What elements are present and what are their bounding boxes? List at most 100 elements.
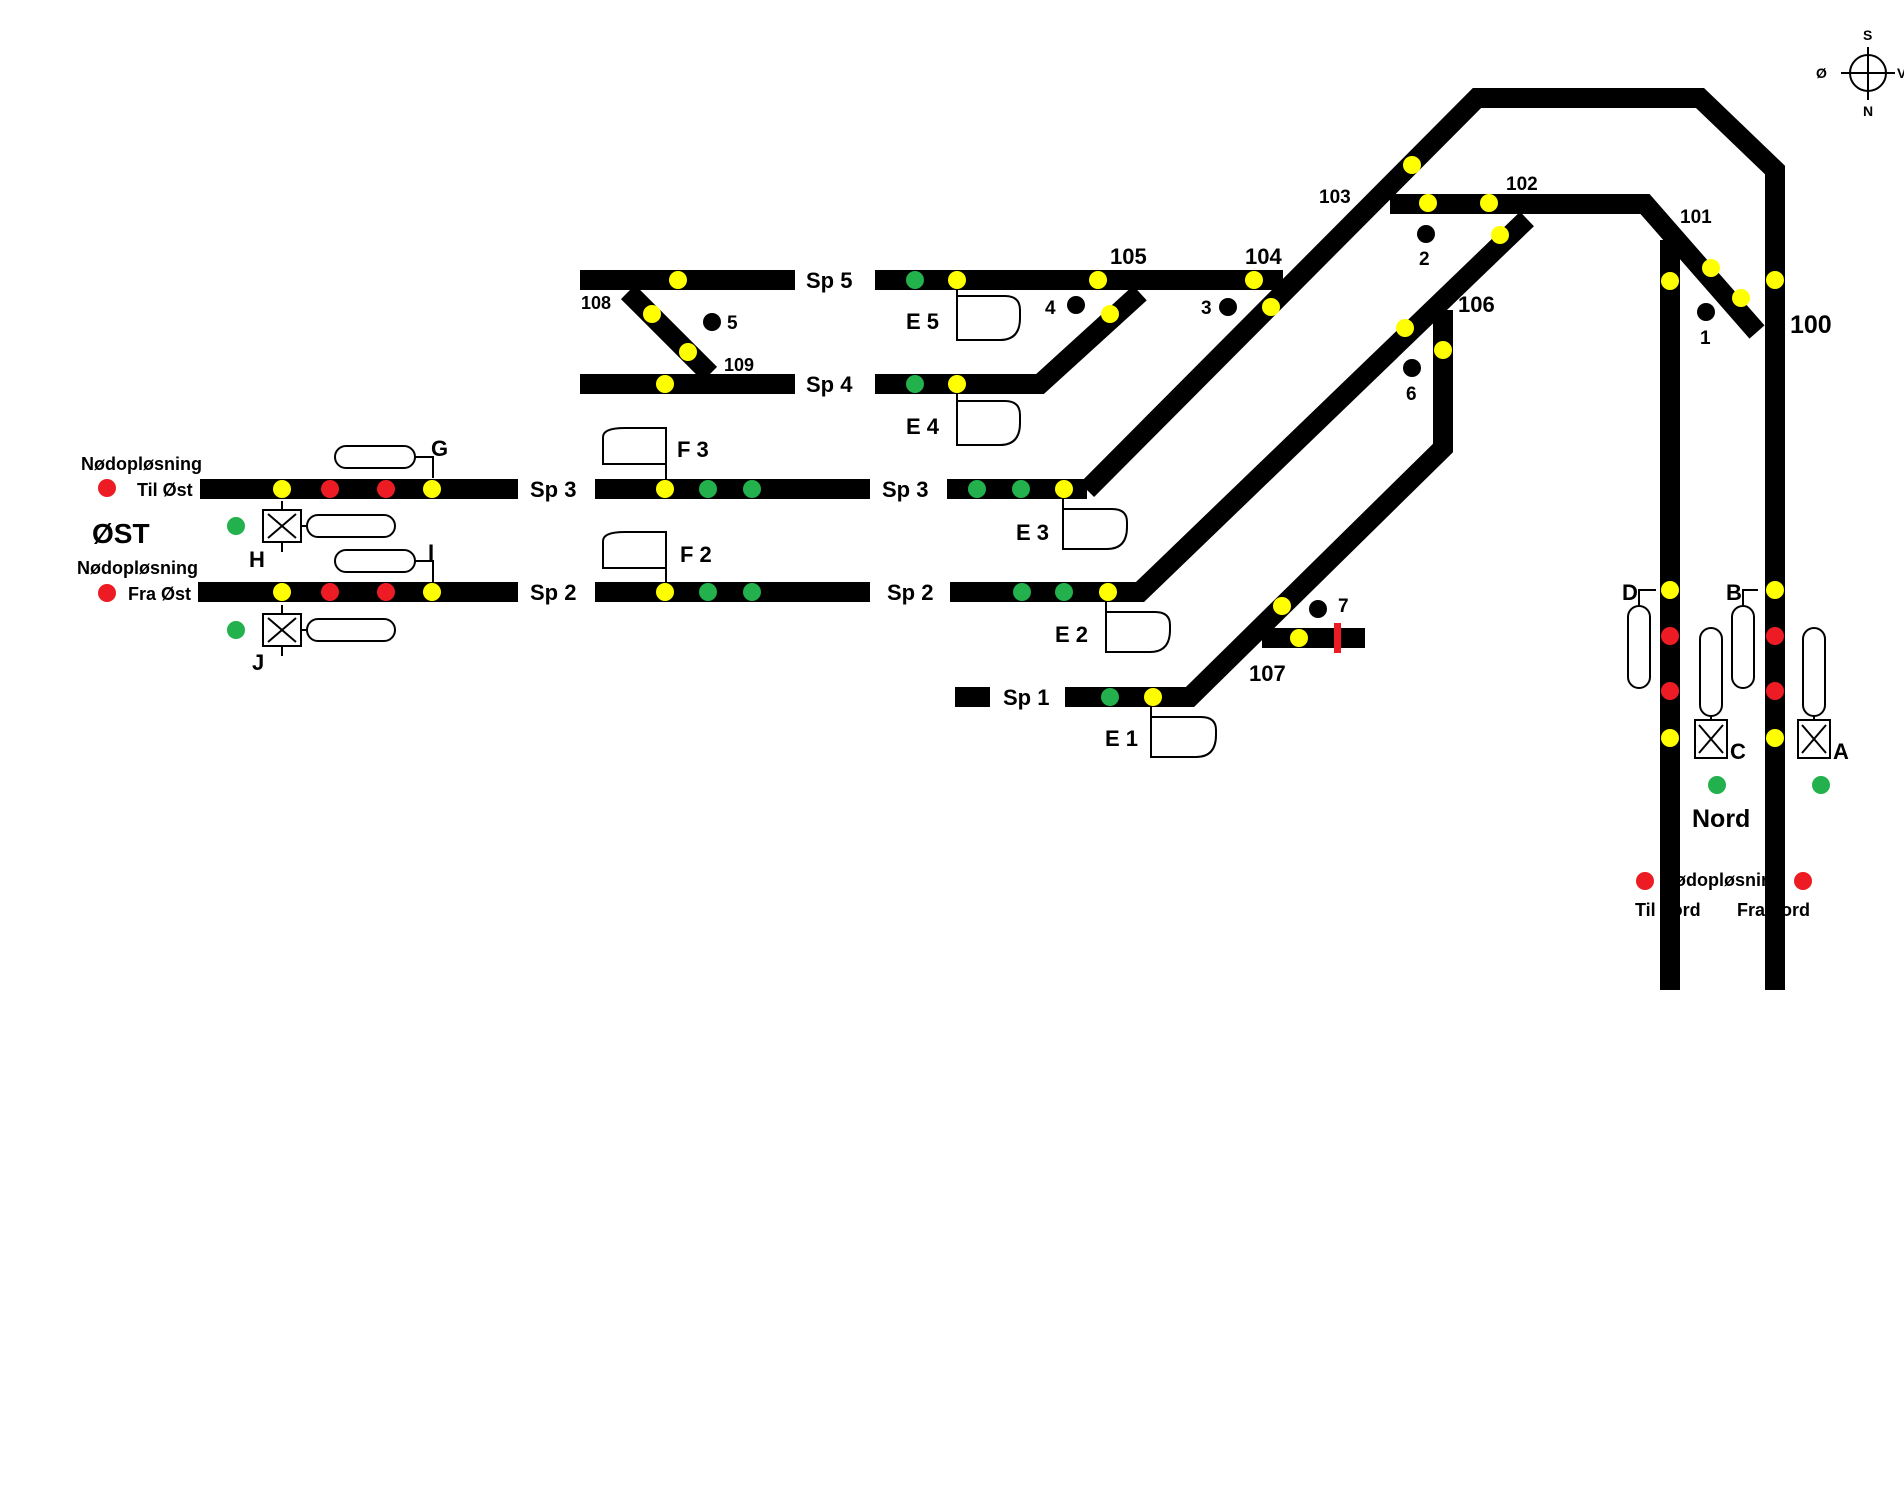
lamp-north-a [1766,729,1784,747]
label-b: B [1726,580,1742,605]
marker-1-dot [1697,303,1715,321]
lamp-107-b [1290,629,1308,647]
status-fra-nord[interactable] [1794,872,1812,890]
lamp-e5-switch [1101,305,1119,323]
switch-103: 103 [1319,187,1351,208]
signal-h-housing [306,514,396,538]
track-north-main [1079,88,1785,990]
emergency-east-1[interactable]: Nødopløsning Til Øst [81,454,202,500]
lamp-sp3-left-d [423,480,441,498]
label-h: H [249,547,265,572]
label-sp4-left: Sp 4 [806,372,853,397]
emergency-north-title: Nødopløsning [1662,870,1783,890]
lamp-sp1-a [1101,688,1119,706]
compass-south: S [1863,27,1872,43]
label-sp2-right: Sp 2 [887,580,933,605]
lamp-sp2-left-b [321,583,339,601]
signal-d-housing [1627,605,1651,689]
marker-1-label: 1 [1700,328,1711,349]
lamp-103 [1403,156,1421,174]
lamp-106-a [1396,319,1414,337]
signal-c-housing [1699,627,1723,717]
lamp-north-d-r1 [1661,627,1679,645]
emergency-east-2[interactable]: Nødopløsning Fra Øst [77,558,198,604]
marker-5-dot [703,313,721,331]
status-fra-ost[interactable] [98,584,116,602]
track-106-sp1 [1065,310,1453,707]
lamp-101-a [1702,259,1720,277]
status-c[interactable] [1708,776,1726,794]
label-sp1: Sp 1 [1003,685,1049,710]
lamp-sp2-right-a [1013,583,1031,601]
emergency-north[interactable]: Nødopløsning Til nord Fra nord [1635,870,1810,920]
signal-g-housing [334,445,416,469]
lamp-north-d-r2 [1661,682,1679,700]
status-h[interactable] [227,517,245,535]
lamp-north-branch [1661,272,1679,290]
lamp-north-b-r2 [1766,682,1784,700]
lamp-sp5-a [906,271,924,289]
marker-6-label: 6 [1406,384,1417,405]
switch-102: 102 [1506,174,1538,195]
crossing-marks [267,456,1827,754]
compass-east: Ø [1816,65,1827,81]
lamp-sp1-b [1144,688,1162,706]
switch-105: 105 [1110,244,1147,269]
status-til-ost[interactable] [98,479,116,497]
signal-b-housing [1731,605,1755,689]
lamp-sp3-mid-c [743,480,761,498]
lamp-sp3-mid-a [656,480,674,498]
tracks [198,88,1785,990]
lamp-100 [1766,271,1784,289]
lamp-108 [643,305,661,323]
switch-100: 100 [1790,311,1832,339]
lamp-sp2-right-b [1055,583,1073,601]
region-labels: ØST Nord [92,518,1750,833]
lamp-sp4-a [906,375,924,393]
status-a[interactable] [1812,776,1830,794]
marker-3-dot [1219,298,1237,316]
marker-2-dot [1417,225,1435,243]
compass-north: N [1863,103,1873,119]
lamp-101-b [1732,289,1750,307]
label-f2: F 2 [680,542,712,567]
lamp-sp2-mid-b [699,583,717,601]
lamp-sp3-right-a [968,480,986,498]
status-j[interactable] [227,621,245,639]
lamp-north-d [1661,581,1679,599]
lamp-north-c [1661,729,1679,747]
label-sp2-left: Sp 2 [530,580,576,605]
lamp-sp5-left [669,271,687,289]
emergency-north-sub-2: Fra nord [1737,900,1810,920]
north-signal-labels: D C B A [1622,580,1849,764]
signal-i-housing [334,549,416,573]
label-e2: E 2 [1055,622,1088,647]
lamp-109 [679,343,697,361]
region-north: Nord [1692,805,1750,833]
label-e3: E 3 [1016,520,1049,545]
switch-107: 107 [1249,661,1286,686]
switch-108: 108 [581,293,611,313]
lamp-sp3-right-b [1012,480,1030,498]
compass-west: V [1897,65,1904,81]
marker-2-label: 2 [1419,249,1430,270]
region-east: ØST [92,518,150,549]
switch-109: 109 [724,355,754,375]
label-c: C [1730,739,1746,764]
lamp-106-b [1434,341,1452,359]
emergency-east-2-title: Nødopløsning [77,558,198,578]
status-til-nord[interactable] [1636,872,1654,890]
lamp-sp2-left-d [423,583,441,601]
signal-e1-housing [1150,716,1217,758]
emergency-east-2-sub: Fra Øst [128,584,191,604]
signal-e4-housing [956,400,1021,446]
lamp-north-b [1766,581,1784,599]
lamp-105 [1089,271,1107,289]
signal-f2-housing [602,531,667,569]
lamp-102-a [1419,194,1437,212]
lamp-north-b-r1 [1766,627,1784,645]
lamp-sp5-b [948,271,966,289]
label-e4: E 4 [906,414,940,439]
track-108-109 [620,284,718,382]
lamp-sp3-left-a [273,480,291,498]
